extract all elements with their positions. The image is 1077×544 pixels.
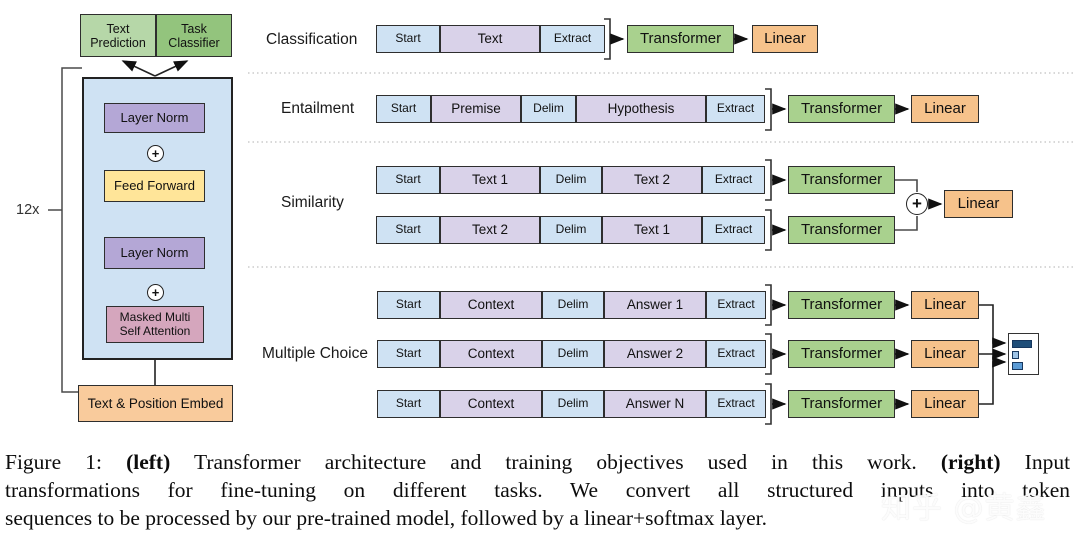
zhihu-watermark: 知乎 @黄鑫 xyxy=(881,491,1047,526)
token-hypothesis: Hypothesis xyxy=(576,95,706,123)
similarity-sum-icon: + xyxy=(906,193,928,215)
token-premise: Premise xyxy=(431,95,521,123)
linear-box: Linear xyxy=(911,340,979,368)
masked-multi-self-attention: Masked Multi Self Attention xyxy=(106,306,204,343)
residual-add-icon-bottom: + xyxy=(147,284,164,301)
token-start: Start xyxy=(377,390,440,418)
token-answer-n: Answer N xyxy=(604,390,706,418)
linear-box: Linear xyxy=(911,291,979,319)
token-context: Context xyxy=(440,390,542,418)
transformer-box: Transformer xyxy=(788,390,895,418)
linear-box: Linear xyxy=(911,390,979,418)
residual-add-icon-top: + xyxy=(147,145,164,162)
task-label-similarity: Similarity xyxy=(281,194,344,211)
token-extract: Extract xyxy=(540,25,605,53)
text-prediction-line1: Text xyxy=(106,21,130,36)
transformer-box: Transformer xyxy=(788,340,895,368)
token-extract: Extract xyxy=(706,291,766,319)
token-answer-1: Answer 1 xyxy=(604,291,706,319)
caption-line-3: sequences to be processed by our pre-tra… xyxy=(5,506,767,530)
token-delim: Delim xyxy=(540,216,602,244)
token-delim: Delim xyxy=(521,95,576,123)
token-context: Context xyxy=(440,291,542,319)
token-start: Start xyxy=(376,166,440,194)
token-extract: Extract xyxy=(706,390,766,418)
token-extract: Extract xyxy=(702,216,765,244)
transformer-box: Transformer xyxy=(788,216,895,244)
caption-seg2: Input xyxy=(1024,450,1070,474)
token-delim: Delim xyxy=(542,291,604,319)
transformer-box: Transformer xyxy=(788,291,895,319)
layer-norm-top: Layer Norm xyxy=(104,103,205,133)
token-start: Start xyxy=(377,291,440,319)
token-delim: Delim xyxy=(542,390,604,418)
transformer-box: Transformer xyxy=(788,95,895,123)
token-start: Start xyxy=(376,25,440,53)
token-extract: Extract xyxy=(702,166,765,194)
caption-prefix: Figure 1: xyxy=(5,450,102,474)
task-classifier-line2: Classifier xyxy=(168,35,220,50)
layer-norm-bottom: Layer Norm xyxy=(104,237,205,269)
linear-box: Linear xyxy=(911,95,979,123)
answer-distribution-chart xyxy=(1008,333,1039,375)
caption-right-tag: (right) xyxy=(940,450,1001,474)
feed-forward: Feed Forward xyxy=(104,170,205,202)
task-label-classification: Classification xyxy=(266,31,358,48)
linear-box: Linear xyxy=(752,25,818,53)
distribution-bar-2 xyxy=(1012,351,1019,359)
token-text-1: Text 1 xyxy=(602,216,702,244)
task-label-multiple-choice: Multiple Choice xyxy=(262,345,368,362)
token-delim: Delim xyxy=(540,166,602,194)
linear-box: Linear xyxy=(944,190,1013,218)
attention-line1: Masked Multi xyxy=(119,310,191,325)
token-start: Start xyxy=(376,95,431,123)
text-prediction-head: Text Prediction xyxy=(80,14,156,57)
caption-seg1: Transformer architecture and training ob… xyxy=(193,450,917,474)
attention-line2: Self Attention xyxy=(119,323,191,338)
token-text-1: Text 1 xyxy=(440,166,540,194)
token-text: Text xyxy=(440,25,540,53)
token-start: Start xyxy=(377,340,440,368)
distribution-bar-3 xyxy=(1012,362,1023,370)
token-text-2: Text 2 xyxy=(602,166,702,194)
caption-left-tag: (left) xyxy=(126,450,171,474)
token-answer-2: Answer 2 xyxy=(604,340,706,368)
token-text-2: Text 2 xyxy=(440,216,540,244)
text-prediction-line2: Prediction xyxy=(90,35,146,50)
transformer-box: Transformer xyxy=(788,166,895,194)
token-context: Context xyxy=(440,340,542,368)
repeat-bracket xyxy=(48,67,82,393)
caption-line-1: Figure 1: (left) Transformer architectur… xyxy=(5,448,1070,476)
task-label-entailment: Entailment xyxy=(281,100,355,117)
transformer-box: Transformer xyxy=(627,25,734,53)
task-classifier-line1: Task xyxy=(181,21,207,36)
repeat-12x-label: 12x xyxy=(16,202,40,218)
text-position-embed: Text & Position Embed xyxy=(78,385,233,422)
token-delim: Delim xyxy=(542,340,604,368)
token-extract: Extract xyxy=(706,340,766,368)
token-start: Start xyxy=(376,216,440,244)
token-extract: Extract xyxy=(706,95,765,123)
distribution-bar-1 xyxy=(1012,340,1032,348)
caption-line-2: transformations for fine-tuning on diffe… xyxy=(5,478,1070,502)
figure-caption: Figure 1: (left) Transformer architectur… xyxy=(5,448,1070,532)
task-classifier-head: Task Classifier xyxy=(156,14,232,57)
